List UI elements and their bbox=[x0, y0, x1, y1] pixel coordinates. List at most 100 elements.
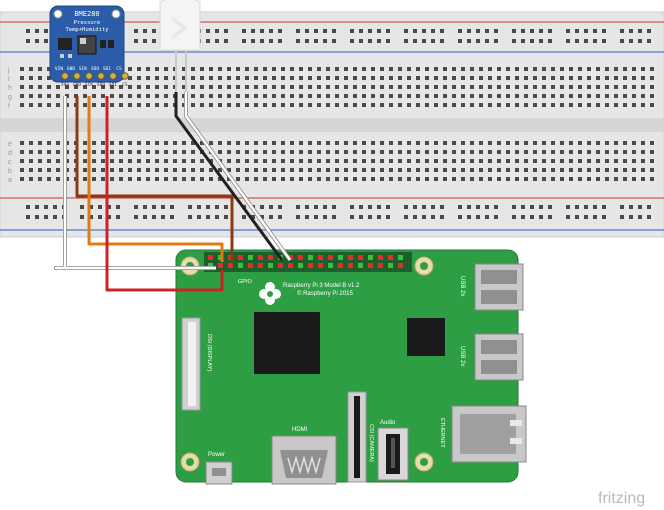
breadboard-hole bbox=[539, 215, 543, 219]
breadboard-hole bbox=[461, 150, 465, 154]
breadboard-hole bbox=[497, 94, 501, 98]
breadboard-hole bbox=[350, 205, 354, 209]
breadboard-hole bbox=[38, 85, 42, 89]
breadboard-hole bbox=[101, 159, 105, 163]
gpio-pin bbox=[348, 263, 353, 268]
breadboard-hole bbox=[359, 29, 363, 33]
gpio-pin bbox=[338, 255, 343, 260]
gpio-pin bbox=[248, 263, 253, 268]
breadboard-hole bbox=[260, 39, 264, 43]
breadboard-hole bbox=[530, 29, 534, 33]
ethernet-port bbox=[451, 405, 527, 463]
breadboard-hole bbox=[128, 168, 132, 172]
breadboard-hole bbox=[146, 103, 150, 107]
breadboard-hole bbox=[533, 76, 537, 80]
breadboard-hole bbox=[398, 85, 402, 89]
breadboard-hole bbox=[650, 67, 654, 71]
breadboard-hole bbox=[128, 159, 132, 163]
breadboard-hole bbox=[206, 215, 210, 219]
breadboard-hole bbox=[371, 168, 375, 172]
breadboard-hole bbox=[515, 76, 519, 80]
breadboard-hole bbox=[389, 168, 393, 172]
breadboard-hole bbox=[164, 94, 168, 98]
breadboard-hole bbox=[209, 141, 213, 145]
breadboard-hole bbox=[380, 67, 384, 71]
breadboard-hole bbox=[290, 76, 294, 80]
breadboard-hole bbox=[206, 39, 210, 43]
breadboard-hole bbox=[452, 103, 456, 107]
breadboard-hole bbox=[278, 205, 282, 209]
gpio-pin bbox=[308, 263, 313, 268]
breadboard-hole bbox=[47, 141, 51, 145]
breadboard-hole bbox=[416, 159, 420, 163]
breadboard-hole bbox=[152, 215, 156, 219]
breadboard-hole bbox=[80, 205, 84, 209]
breadboard-hole bbox=[587, 141, 591, 145]
breadboard-hole bbox=[128, 67, 132, 71]
power-rail-bottom bbox=[26, 205, 651, 219]
breadboard-hole bbox=[83, 141, 87, 145]
breadboard-hole bbox=[488, 141, 492, 145]
breadboard-hole bbox=[227, 94, 231, 98]
breadboard-hole bbox=[530, 205, 534, 209]
breadboard-hole bbox=[485, 215, 489, 219]
breadboard-hole bbox=[272, 159, 276, 163]
breadboard-hole bbox=[308, 177, 312, 181]
breadboard-hole bbox=[416, 76, 420, 80]
breadboard-hole bbox=[278, 29, 282, 33]
breadboard-hole bbox=[278, 215, 282, 219]
breadboard-hole bbox=[443, 141, 447, 145]
breadboard-hole bbox=[515, 150, 519, 154]
breadboard-hole bbox=[497, 177, 501, 181]
breadboard-hole bbox=[506, 94, 510, 98]
breadboard-hole bbox=[224, 39, 228, 43]
breadboard-hole bbox=[182, 150, 186, 154]
breadboard-hole bbox=[485, 29, 489, 33]
breadboard-hole bbox=[110, 94, 114, 98]
breadboard-hole bbox=[629, 39, 633, 43]
breadboard-hole bbox=[344, 103, 348, 107]
breadboard-hole bbox=[629, 29, 633, 33]
breadboard-hole bbox=[551, 103, 555, 107]
row-letters-top: j i h g f bbox=[7, 67, 12, 110]
breadboard-hole bbox=[521, 39, 525, 43]
breadboard-hole bbox=[560, 94, 564, 98]
breadboard-hole bbox=[47, 103, 51, 107]
breadboard-hole bbox=[506, 168, 510, 172]
breadboard-hole bbox=[506, 67, 510, 71]
breadboard-hole bbox=[647, 205, 651, 209]
breadboard-hole bbox=[569, 150, 573, 154]
breadboard-hole bbox=[479, 177, 483, 181]
breadboard-hole bbox=[593, 215, 597, 219]
breadboard-hole bbox=[458, 215, 462, 219]
breadboard-hole bbox=[200, 159, 204, 163]
sensor-top-pin-labels: VIN GND SCK SDO SDI CS bbox=[55, 66, 122, 72]
breadboard-hole bbox=[83, 85, 87, 89]
breadboard-hole bbox=[524, 150, 528, 154]
breadboard-hole bbox=[641, 76, 645, 80]
breadboard-hole bbox=[263, 94, 267, 98]
breadboard-hole bbox=[182, 177, 186, 181]
breadboard-hole bbox=[650, 168, 654, 172]
usb-label: USB 2x bbox=[459, 276, 465, 296]
breadboard-hole bbox=[146, 85, 150, 89]
breadboard-hole bbox=[326, 67, 330, 71]
breadboard-hole bbox=[647, 29, 651, 33]
breadboard-hole bbox=[119, 168, 123, 172]
breadboard-hole bbox=[632, 67, 636, 71]
gpio-pin bbox=[378, 255, 383, 260]
breadboard-hole bbox=[407, 85, 411, 89]
breadboard-hole bbox=[305, 29, 309, 33]
breadboard-hole bbox=[161, 215, 165, 219]
breadboard-hole bbox=[254, 76, 258, 80]
breadboard-hole bbox=[218, 177, 222, 181]
breadboard-hole bbox=[152, 29, 156, 33]
breadboard-hole bbox=[533, 159, 537, 163]
breadboard-hole bbox=[368, 29, 372, 33]
breadboard-hole bbox=[29, 168, 33, 172]
gpio-pin bbox=[328, 263, 333, 268]
breadboard-hole bbox=[440, 39, 444, 43]
breadboard-hole bbox=[161, 205, 165, 209]
gpio-pin bbox=[228, 263, 233, 268]
breadboard-hole bbox=[89, 215, 93, 219]
